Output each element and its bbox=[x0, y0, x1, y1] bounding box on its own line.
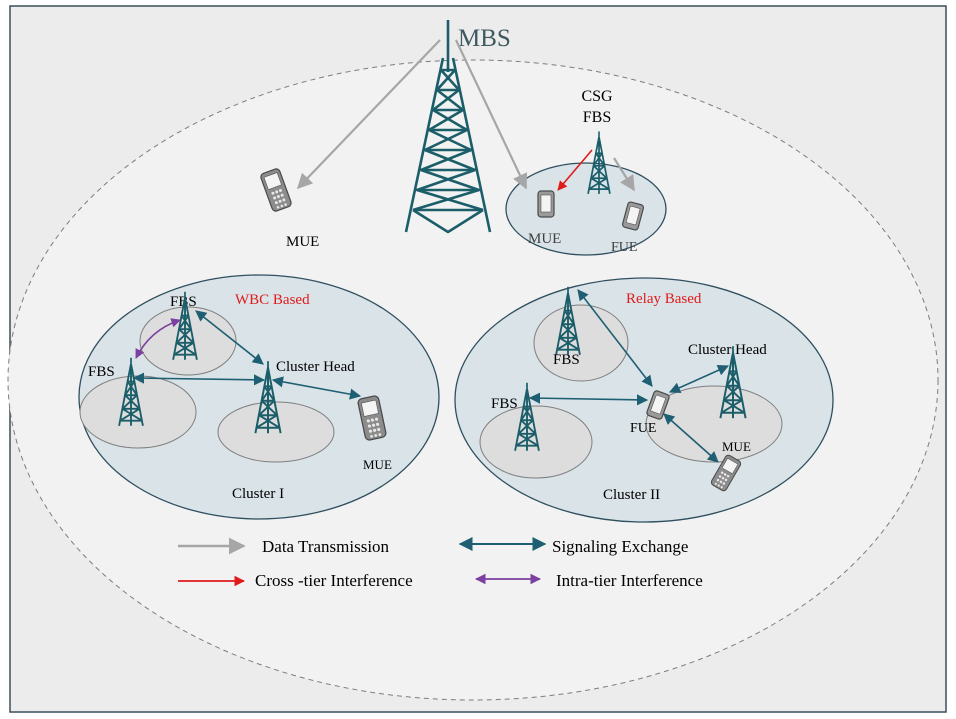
signal-arrow-c1-head-mue bbox=[271, 376, 362, 400]
signal-arrow-c1-left-head bbox=[132, 372, 266, 386]
cluster2-mue-label: MUE bbox=[722, 439, 751, 454]
csg-mue-label: MUE bbox=[528, 231, 561, 247]
fbs-coverage-c1-head bbox=[217, 401, 335, 463]
signal-arrow-c2-left-fue bbox=[528, 392, 649, 406]
data-arrow-csg-to-fue bbox=[613, 157, 635, 192]
data-arrow-mbs-to-csg-mue bbox=[455, 39, 528, 190]
csg-fue-label: FUE bbox=[611, 240, 637, 255]
legend: Data Transmission Signaling Exchange Cro… bbox=[178, 537, 703, 590]
data-arrow-mbs-to-mue bbox=[296, 39, 441, 190]
cluster1-title: WBC Based bbox=[235, 292, 310, 308]
cluster2-head-label: Cluster Head bbox=[688, 342, 767, 358]
cluster2-title: Relay Based bbox=[626, 291, 702, 307]
cluster1-head-label: Cluster Head bbox=[276, 359, 355, 375]
top-mue-label: MUE bbox=[286, 234, 319, 250]
cluster2-fbs-top-label: FBS bbox=[553, 352, 580, 368]
signal-arrow-c2-fue-head bbox=[668, 365, 730, 393]
legend-cross-tier: Cross -tier Interference bbox=[255, 571, 413, 590]
legend-data-transmission: Data Transmission bbox=[262, 537, 390, 556]
legend-signaling-exchange: Signaling Exchange bbox=[552, 537, 688, 556]
signal-arrow-c2-fue-mue bbox=[663, 413, 719, 463]
cross-tier-arrow-csg bbox=[557, 149, 593, 191]
intra-tier-arrow-c1 bbox=[135, 318, 181, 359]
mbs-tower-icon bbox=[404, 20, 492, 234]
legend-intra-tier: Intra-tier Interference bbox=[556, 571, 703, 590]
signal-arrow-c2-top-fue bbox=[577, 289, 653, 387]
fbs-coverage-c1-left bbox=[79, 375, 197, 449]
cluster1-mue-label: MUE bbox=[363, 457, 392, 472]
fbs-coverage-c2-left bbox=[479, 405, 593, 479]
cluster2-fbs-left-label: FBS bbox=[491, 396, 518, 412]
cluster1-fbs-left-label: FBS bbox=[88, 364, 115, 380]
fbs-coverage-c2-top bbox=[533, 304, 629, 382]
mbs-label: MBS bbox=[458, 25, 511, 52]
signal-arrow-c1-head-top bbox=[195, 310, 264, 365]
cluster1-name: Cluster I bbox=[232, 486, 284, 502]
csg-mue-device-icon bbox=[537, 190, 555, 218]
csg-title-line2: FBS bbox=[583, 109, 611, 126]
cluster2-name: Cluster II bbox=[603, 487, 660, 503]
csg-title-line1: CSG bbox=[581, 88, 613, 105]
cluster2-fue-label: FUE bbox=[630, 421, 656, 436]
